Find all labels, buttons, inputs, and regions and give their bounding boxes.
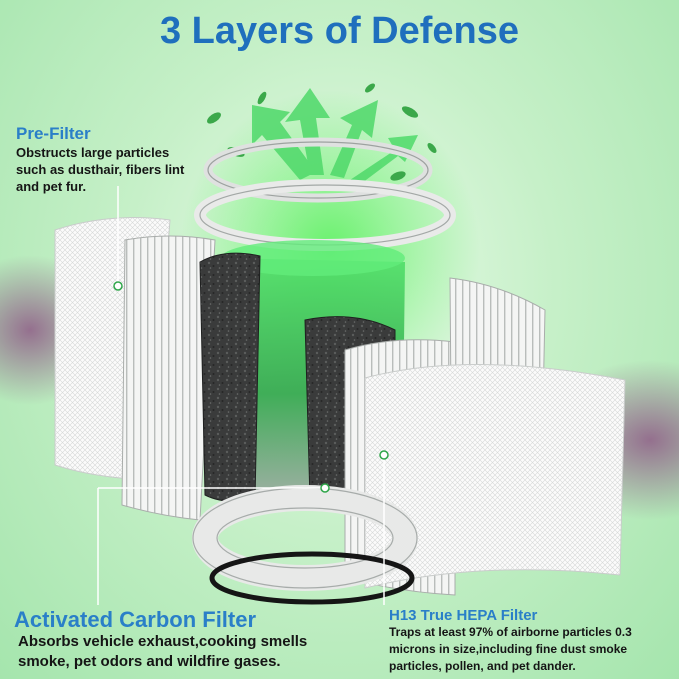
pre-filter-description: Obstructs large particles such as dustha… — [16, 145, 185, 194]
carbon-filter-description: Absorbs vehicle exhaust,cooking smells s… — [18, 633, 308, 670]
hepa-filter-description: Traps at least 97% of airborne particles… — [389, 625, 632, 673]
callout-dot-pre-filter — [113, 281, 123, 291]
bottom-cap-ring — [192, 485, 418, 591]
hepa-filter-heading: H13 True HEPA Filter — [389, 607, 538, 624]
callout-lines — [97, 186, 385, 605]
page-title: 3 Layers of Defense — [159, 10, 520, 52]
pre-filter-heading: Pre-Filter — [16, 124, 91, 143]
carbon-filter-heading: Activated Carbon Filter — [14, 607, 257, 632]
carbon-foam-left — [199, 252, 261, 503]
bottom-gasket-ring — [209, 551, 415, 605]
pre-filter-mesh-right — [364, 363, 626, 589]
callout-dot-hepa — [379, 450, 389, 460]
callout-dot-carbon — [320, 483, 330, 493]
